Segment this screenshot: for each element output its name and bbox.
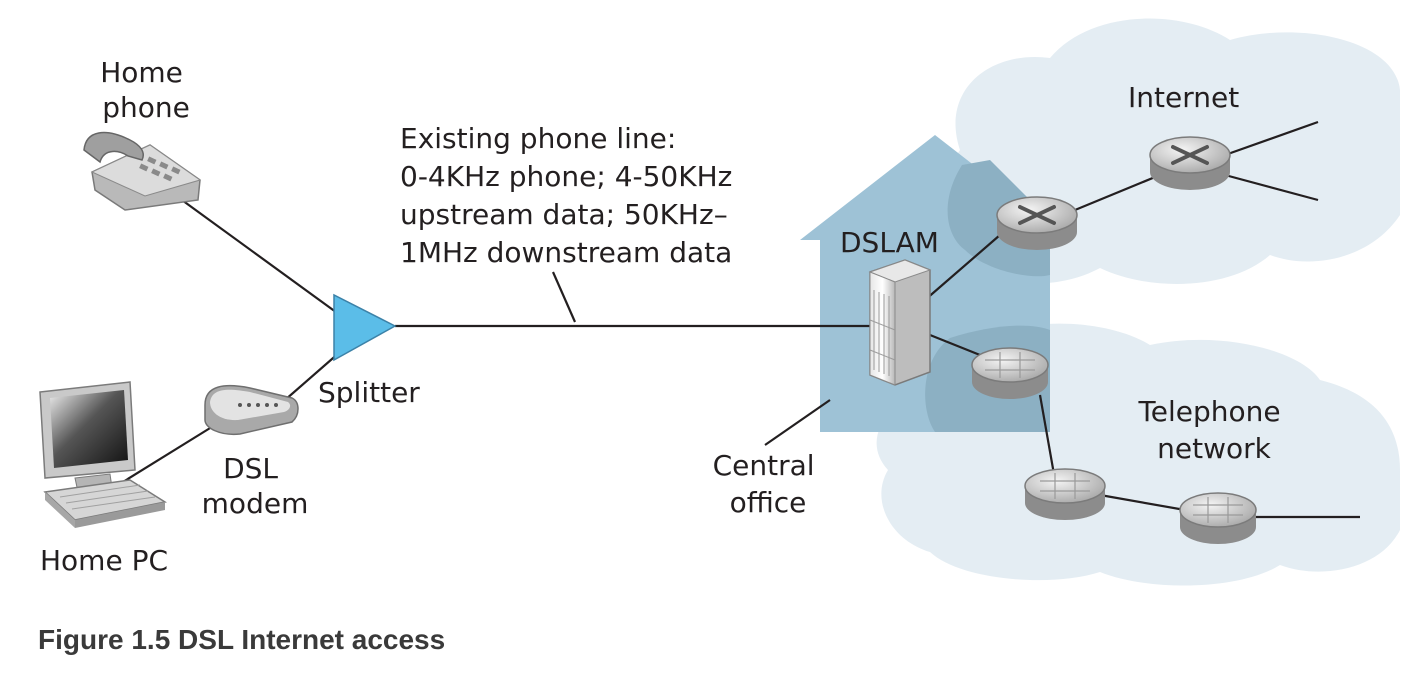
telephone-icon	[83, 131, 202, 211]
internet-router-to-router-link	[1074, 173, 1161, 212]
telephone-switch-vertical-link	[1038, 394, 1057, 481]
dsl-modem-icon	[204, 384, 299, 436]
dsl-modem-label: DSL modem	[202, 452, 309, 520]
central-office-pointer	[764, 399, 831, 446]
phone-line-label: Existing phone line: 0-4KHz phone; 4-50K…	[400, 122, 741, 269]
dslam-label: DSLAM	[840, 226, 939, 259]
home-pc-label: Home PC	[40, 544, 168, 577]
router-icon	[996, 196, 1078, 250]
central-office-label: Central office	[713, 449, 824, 519]
telephone-network-label: Telephone network	[1137, 395, 1289, 465]
internet-uplink-1	[1224, 120, 1319, 157]
figure-caption: Figure 1.5 DSL Internet access	[38, 624, 446, 655]
dslam-to-telephone-switch-link	[929, 333, 986, 359]
links	[109, 120, 1360, 519]
dslam-icon	[868, 259, 932, 386]
switch-icon	[1179, 492, 1257, 544]
splitter-label: Splitter	[318, 376, 420, 409]
splitter-icon	[333, 293, 397, 362]
phone-line-pointer	[551, 271, 577, 323]
switch-icon	[971, 347, 1049, 399]
telephone-switch-horizontal-link	[1099, 493, 1186, 512]
modem-to-splitter-link	[284, 351, 341, 401]
computer-icon	[39, 381, 167, 528]
dslam-to-internet-router-link	[924, 234, 1001, 301]
internet-uplink-2	[1224, 173, 1319, 202]
router-icon	[1149, 136, 1231, 190]
home-phone-label: Home phone	[100, 56, 192, 124]
switch-icon	[1024, 468, 1106, 520]
dsl-access-diagram: Home phone Home PC DSL modem Splitter Ex…	[39, 18, 1400, 586]
pc-to-modem-link	[109, 424, 216, 491]
internet-label: Internet	[1128, 81, 1239, 114]
phone-to-splitter-link	[174, 194, 341, 316]
